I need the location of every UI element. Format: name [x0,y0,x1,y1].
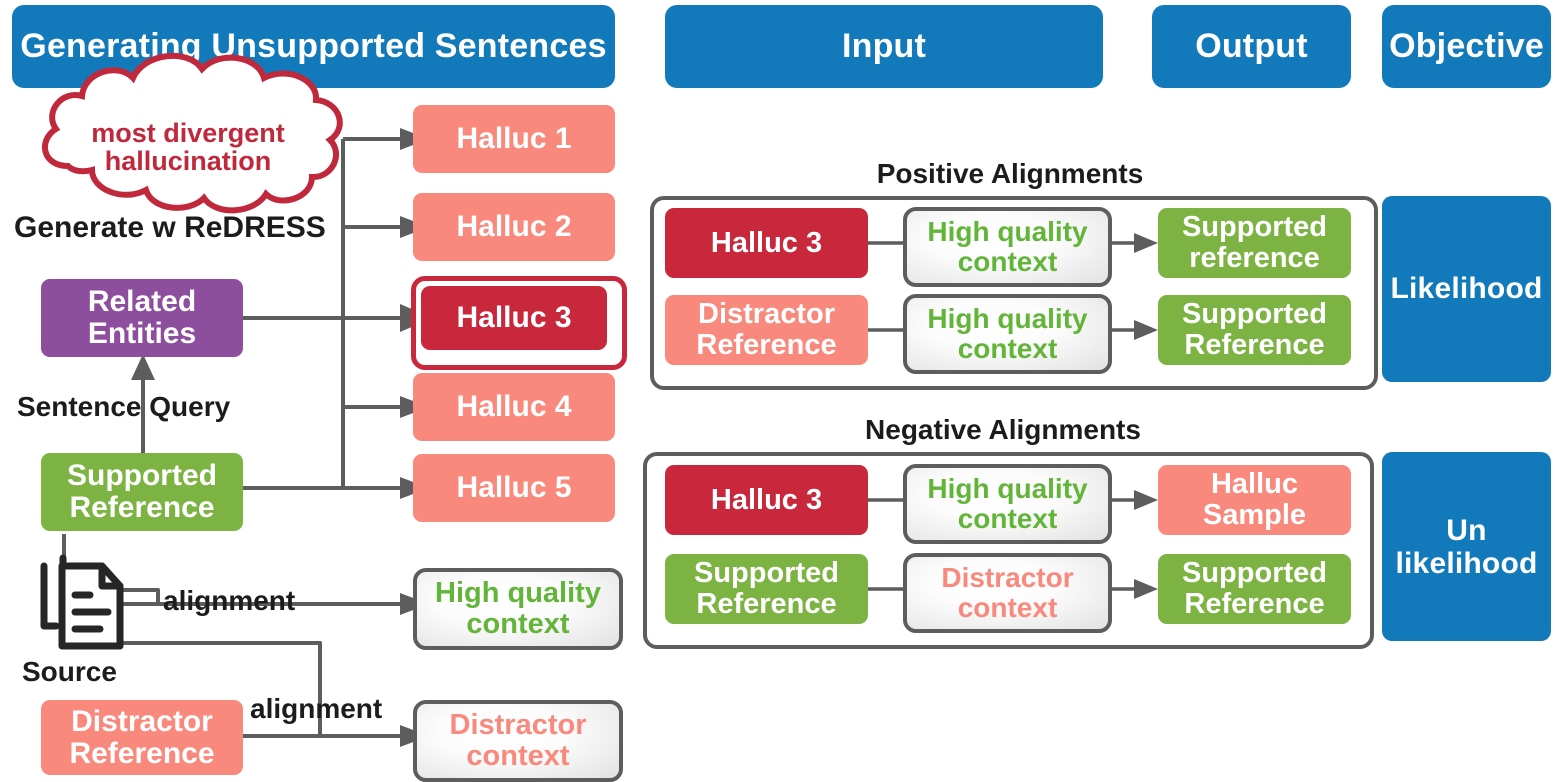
pos-row2-input-line-2: Reference [696,329,837,361]
pos-row2-context-line-1: High quality [927,303,1088,335]
neg-row1-context-line-1: High quality [927,473,1088,505]
halluc-3-label: Halluc 3 [456,301,572,335]
pos-row2-input[interactable]: Distractor Reference [665,295,868,365]
header-generating: Generating Unsupported Sentences [12,5,615,88]
halluc-2-label: Halluc 2 [456,210,572,244]
supported-ref-to-alignment1 [62,534,160,604]
pos-row2-output-line-2: Reference [1184,329,1325,361]
pos-row1-context-line-1: High quality [927,216,1088,248]
alignment-label-2: alignment [250,693,383,724]
neg-row2-output-line-2: Reference [1184,588,1325,620]
positive-alignments-group [650,196,1378,390]
distractor-reference-line-2: Reference [69,736,215,770]
objective-unlikelihood-line-2: likelihood [1395,546,1538,580]
high-quality-context-left-line-1: High quality [435,577,601,610]
node-halluc-4[interactable]: Halluc 4 [413,373,615,441]
positive-alignments-title: Positive Alignments [876,158,1144,189]
pos-row2-context-line-2: context [957,333,1058,364]
distractor-reference-line-1: Distractor [71,704,213,738]
distractor-context-left-line-1: Distractor [449,709,587,742]
node-high-quality-context-left[interactable]: High quality context [413,568,623,650]
high-quality-context-left-line-2: context [466,608,570,640]
neg-row2-output[interactable]: Supported Reference [1158,554,1351,624]
node-distractor-reference[interactable]: Distractor Reference [41,700,243,775]
objective-unlikelihood[interactable]: Un likelihood [1382,452,1551,641]
objective-unlikelihood-line-1: Un [1446,513,1487,547]
header-input-label: Input [841,27,927,65]
negative-alignments-title: Negative Alignments [865,414,1141,445]
neg-row1-output-line-1: Halluc [1210,468,1299,501]
neg-row1-output-line-2: Sample [1202,499,1307,531]
thought-cloud-text: most divergent hallucination [48,119,328,176]
pos-row2-context[interactable]: High quality context [903,294,1112,374]
neg-row1-input-line-1: Halluc 3 [710,483,823,516]
neg-row2-context[interactable]: Distractor context [903,553,1112,633]
cloud-line-2: hallucination [104,146,272,177]
distractor-context-left-line-2: context [466,740,570,772]
pos-row2-output[interactable]: Supported Reference [1158,295,1351,365]
alignment-label-1: alignment [163,585,296,616]
node-distractor-context-left[interactable]: Distractor context [413,700,623,782]
source-label: Source [22,656,117,687]
negative-alignments-group [643,452,1374,649]
related-entities-line-2: Entities [87,317,197,350]
header-objective-label: Objective [1389,27,1544,65]
header-output: Output [1152,5,1351,88]
neg-row2-context-line-1: Distractor [941,562,1074,594]
neg-row1-context-line-2: context [957,503,1058,534]
neg-row2-output-line-1: Supported [1182,557,1327,590]
generate-with-redress-label: Generate w ReDRESS [14,211,326,244]
pos-row1-output[interactable]: Supported reference [1158,208,1351,278]
halluc-4-label: Halluc 4 [456,390,572,424]
neg-row2-input[interactable]: Supported Reference [665,554,868,624]
cloud-line-1: most divergent [91,118,285,148]
node-halluc-3[interactable]: Halluc 3 [421,286,607,350]
pos-row1-output-line-1: Supported [1182,211,1327,244]
node-halluc-2[interactable]: Halluc 2 [413,193,615,261]
header-input: Input [665,5,1103,88]
neg-row2-input-line-2: Reference [696,588,837,620]
related-entities-line-1: Related [87,285,197,319]
halluc-5-label: Halluc 5 [456,471,572,505]
supported-reference-line-2: Reference [69,491,215,524]
node-halluc-5[interactable]: Halluc 5 [413,454,615,522]
header-generating-label: Generating Unsupported Sentences [20,27,607,65]
node-related-entities[interactable]: Related Entities [41,279,243,357]
pos-row1-context-line-2: context [957,246,1058,277]
neg-row2-context-line-2: context [957,592,1058,623]
halluc-1-label: Halluc 1 [456,122,572,156]
pos-row1-context[interactable]: High quality context [903,207,1112,287]
node-halluc-1[interactable]: Halluc 1 [413,105,615,173]
pos-row1-output-line-2: reference [1189,242,1320,274]
neg-row2-input-line-1: Supported [694,557,839,590]
neg-row1-context[interactable]: High quality context [903,464,1112,544]
node-supported-reference[interactable]: Supported Reference [41,453,243,531]
header-objective: Objective [1382,5,1551,88]
header-output-label: Output [1195,27,1308,65]
supported-reference-line-1: Supported [67,459,217,493]
pos-row2-input-line-1: Distractor [698,298,835,331]
arrowhead-sentence-query [131,354,155,380]
neg-row1-output[interactable]: Halluc Sample [1158,465,1351,535]
pos-row2-output-line-1: Supported [1182,298,1327,331]
objective-likelihood[interactable]: Likelihood [1382,196,1551,382]
pos-row1-input-line-1: Halluc 3 [710,226,823,259]
neg-row1-input[interactable]: Halluc 3 [665,465,868,535]
pos-row1-input[interactable]: Halluc 3 [665,208,868,278]
sentence-query-label: Sentence Query [17,391,231,422]
objective-likelihood-label: Likelihood [1390,272,1543,305]
source-documents-icon [40,554,124,650]
